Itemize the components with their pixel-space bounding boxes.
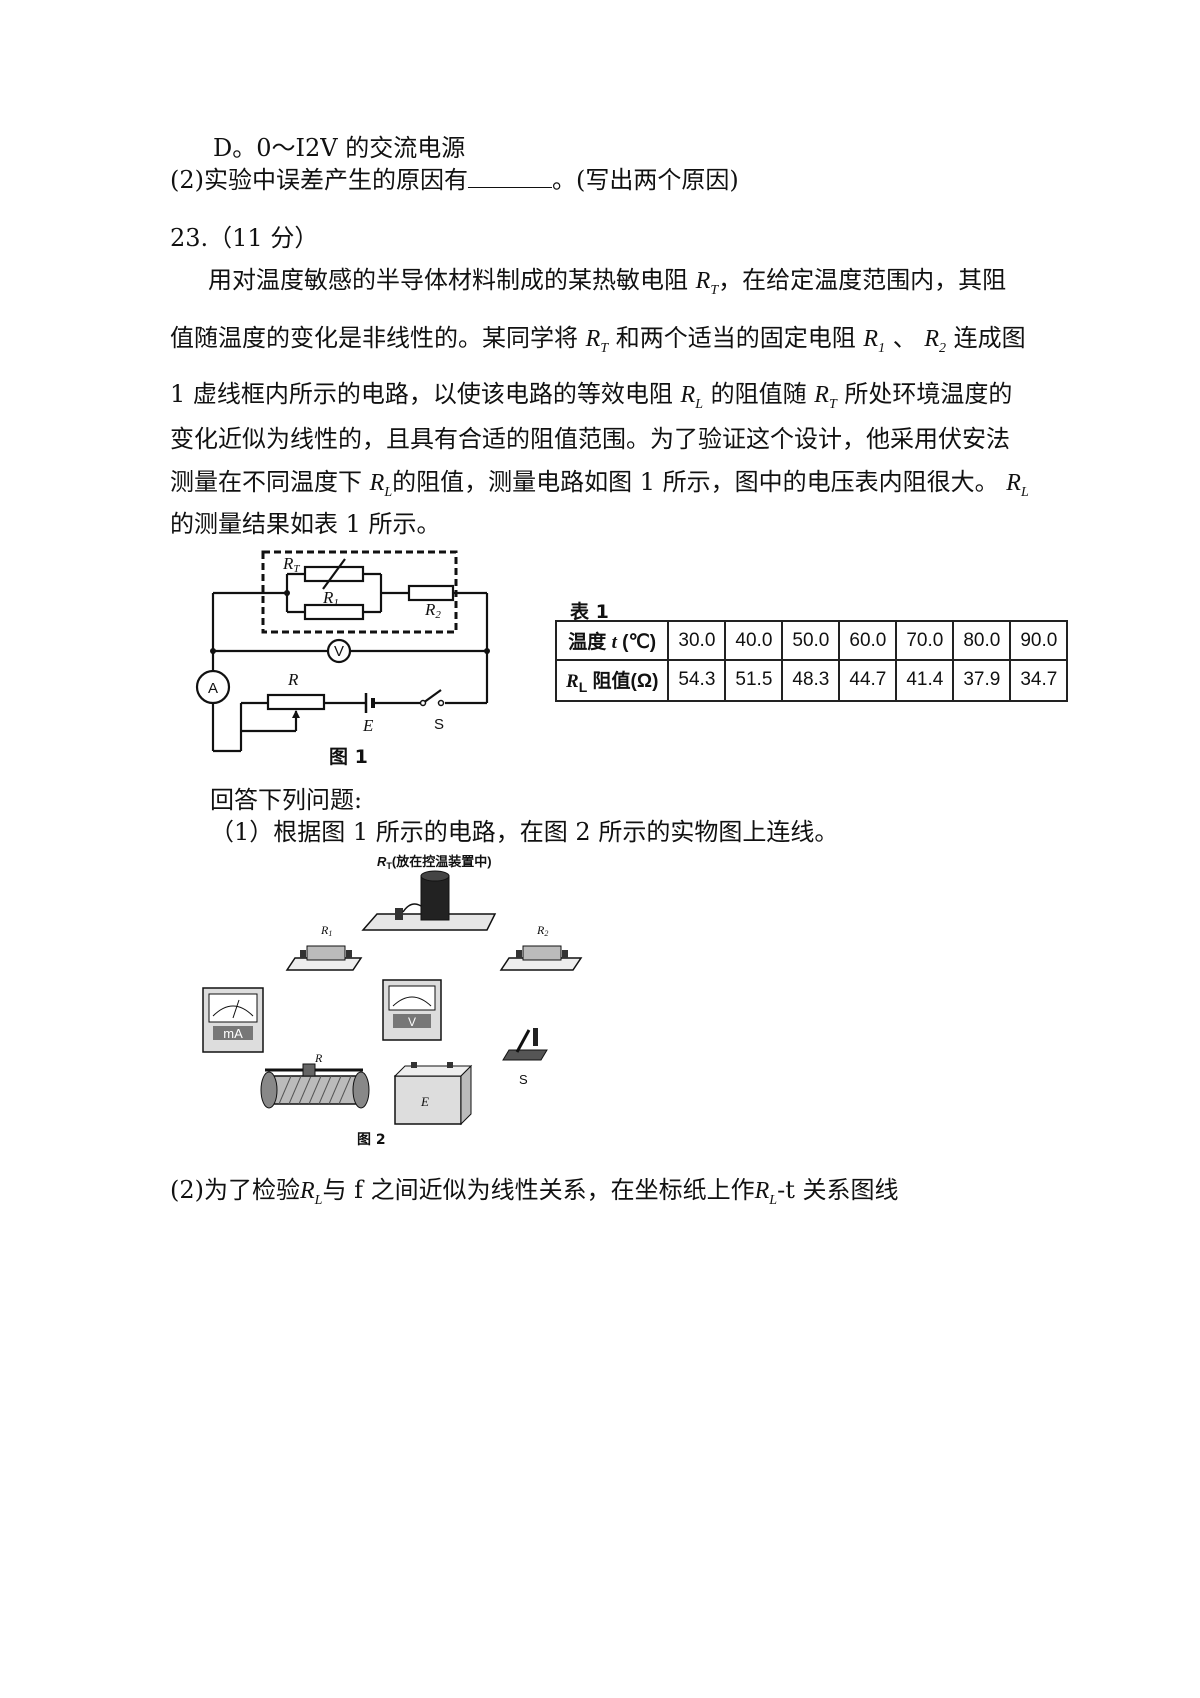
p2-text-c: 、 — [892, 324, 917, 352]
voltmeter-device: V — [382, 979, 442, 1041]
r2-resistor-device: R2 — [499, 923, 583, 971]
table-cell: 30.0 — [667, 620, 727, 661]
fig2-r2-label: R2 — [536, 923, 548, 938]
p2-text-b: 和两个适当的固定电阻 — [615, 324, 856, 352]
milliammeter-device: mA — [202, 987, 264, 1053]
rheostat-symbol — [266, 693, 326, 711]
rt-temperature-device — [361, 870, 497, 931]
voltmeter-symbol — [326, 638, 352, 664]
fig1-rt-label: RT — [282, 554, 300, 575]
paragraph-line-2: 值随温度的变化是非线性的。某同学将 RT 和两个适当的固定电阻 R1 、 R2 … — [170, 322, 1026, 365]
figure-2-caption: 图 2 — [357, 1132, 386, 1148]
rheostat-device: R — [260, 1051, 370, 1109]
symbol-rl: RL — [680, 382, 704, 412]
question-23-header: 23.（11 分） — [170, 222, 318, 254]
p3-text-b: 的阻值随 — [710, 380, 807, 408]
fig2-switch-label: S — [519, 1072, 528, 1087]
table-cell: 80.0 — [952, 620, 1012, 661]
table-row-label: 温度 t (℃) — [554, 620, 670, 661]
p1-text-b: ，在给定温度范围内，其阻 — [718, 266, 1007, 294]
fig1-battery-label: E — [362, 716, 374, 735]
prev-question-2-text-b: 。(写出两个原因) — [552, 166, 739, 194]
table-1: 温度 t (℃) 30.0 40.0 50.0 60.0 70.0 80.0 9… — [554, 620, 1069, 702]
paragraph-line-6: 的测量结果如表 1 所示。 — [170, 508, 441, 540]
fig1-switch-label: S — [434, 716, 444, 733]
p5-text-a: 测量在不同温度下 — [170, 468, 362, 496]
table-cell: 40.0 — [724, 620, 784, 661]
symbol-r2: R2 — [924, 326, 947, 356]
symbol-rl: RL — [1006, 470, 1029, 500]
p2-text-a: 值随温度的变化是非线性的。某同学将 — [170, 324, 578, 352]
p2-text-d: 连成图 — [953, 324, 1026, 352]
table-row-label: RL 阻值(Ω) — [554, 659, 670, 702]
battery-device: E — [393, 1062, 473, 1126]
ammeter-symbol — [195, 669, 231, 705]
paragraph-line-3: 1 虚线框内所示的电路，以使该电路的等效电阻 RL 的阻值随 RT 所处环境温度… — [170, 378, 1012, 421]
fig2-voltmeter-label: V — [408, 1015, 416, 1029]
prev-question-2-line: (2)实验中误差产生的原因有 。(写出两个原因) — [170, 164, 739, 196]
table-cell: 90.0 — [1009, 620, 1069, 661]
symbol-rt: RT — [585, 326, 609, 356]
p5-text-b: 的阻值，测量电路如图 1 所示，图中的电压表内阻很大。 — [392, 468, 999, 496]
table-1-title: 表 1 — [570, 601, 609, 623]
p6-text: 的测量结果如表 1 所示。 — [170, 510, 441, 538]
symbol-rt: RT — [814, 382, 837, 412]
r2-resistor-symbol — [407, 584, 455, 602]
table-cell: 37.9 — [952, 659, 1012, 702]
fig2-milliammeter-label: mA — [223, 1026, 243, 1041]
symbol-rl: RL — [369, 470, 393, 500]
fig2-rheostat-label: R — [314, 1051, 323, 1065]
answer-header: 回答下列问题: — [210, 786, 363, 814]
fig2-battery-label: E — [420, 1094, 429, 1109]
figure-1-circuit: RT R1 R2 R E V A S — [195, 550, 490, 753]
fig2-r1-label: R1 — [320, 923, 332, 938]
table-cell: 44.7 — [838, 659, 898, 702]
table-cell: 60.0 — [838, 620, 898, 661]
r1-resistor-device: R1 — [285, 923, 363, 971]
fig1-r2-label: R2 — [424, 600, 441, 621]
fig2-rt-caption: RT(放在控温装置中) — [377, 854, 492, 871]
table-cell: 34.7 — [1009, 659, 1069, 702]
fig1-r1-label: R1 — [322, 588, 339, 609]
figure-2-apparatus: RT(放在控温装置中) R1 R2 mA V — [202, 854, 583, 1148]
p4-text: 变化近似为线性的，且具有合适的阻值范围。为了验证这个设计，他采用伏安法 — [170, 425, 1010, 453]
table-cell: 51.5 — [724, 659, 784, 702]
option-d-text: D。0～I2V 的交流电源 — [213, 134, 466, 162]
answer-blank — [468, 165, 552, 188]
figure-1-caption: 图 1 — [329, 746, 368, 768]
fig1-ammeter-label: A — [208, 680, 218, 697]
fig1-voltmeter-label: V — [334, 643, 344, 660]
symbol-rl: RL — [754, 1178, 778, 1208]
question-1-line: （1）根据图 1 所示的电路，在图 2 所示的实物图上连线。 — [210, 818, 839, 846]
table-cell: 54.3 — [667, 659, 727, 702]
table-cell: 70.0 — [895, 620, 955, 661]
option-d-line: D。0～I2V 的交流电源 — [213, 132, 465, 164]
paragraph-line-1: 用对温度敏感的半导体材料制成的某热敏电阻 RT，在给定温度范围内，其阻 — [208, 264, 1006, 307]
table-cell: 41.4 — [895, 659, 955, 702]
switch-device: S — [502, 1028, 548, 1087]
symbol-rt: RT — [695, 268, 719, 298]
table-cell: 50.0 — [781, 620, 841, 661]
table-row: RL 阻值(Ω) 54.3 51.5 48.3 44.7 41.4 37.9 3… — [554, 659, 1069, 702]
symbol-r1: R1 — [863, 326, 886, 356]
p1-text-a: 用对温度敏感的半导体材料制成的某热敏电阻 — [208, 266, 688, 294]
question-2-line: (2)为了检验RL与 f 之间近似为线性关系，在坐标纸上作RL-t 关系图线 — [170, 1176, 899, 1208]
question-23-header-text: 23.（11 分） — [170, 224, 319, 252]
p3-text-a: 1 虚线框内所示的电路，以使该电路的等效电阻 — [170, 380, 673, 408]
p3-text-c: 所处环境温度的 — [844, 380, 1013, 408]
fig1-rheostat-label: R — [287, 670, 299, 689]
table-cell: 48.3 — [781, 659, 841, 702]
prev-question-2-text-a: (2)实验中误差产生的原因有 — [170, 166, 468, 194]
table-row: 温度 t (℃) 30.0 40.0 50.0 60.0 70.0 80.0 9… — [554, 620, 1069, 661]
paragraph-line-4: 变化近似为线性的，且具有合适的阻值范围。为了验证这个设计，他采用伏安法 — [170, 423, 1010, 455]
symbol-rl: RL — [300, 1178, 323, 1208]
paragraph-line-5: 测量在不同温度下 RL的阻值，测量电路如图 1 所示，图中的电压表内阻很大。 R… — [170, 466, 1029, 509]
